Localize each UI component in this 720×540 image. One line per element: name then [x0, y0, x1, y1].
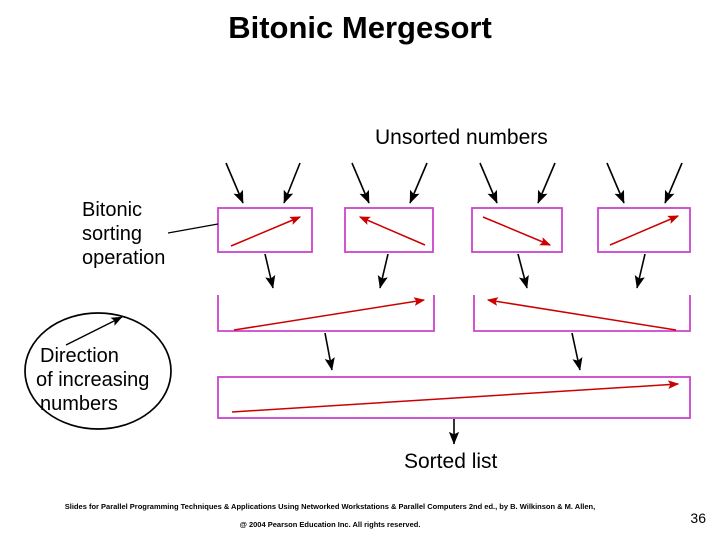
footer-copyright-line: @ 2004 Pearson Education Inc. All rights…	[239, 520, 421, 529]
bitonic-op-label-line1: Bitonic	[82, 199, 142, 221]
input-arrow-4	[409, 162, 428, 204]
row2-to-row3-arrows	[324, 332, 583, 371]
bitonic-box-1-direction-arrow	[230, 216, 302, 247]
final-merge-arrow-2	[571, 332, 583, 371]
input-arrow-7	[606, 162, 625, 204]
bitonic-box-3[interactable]	[471, 207, 563, 253]
input-arrow-3	[351, 162, 370, 204]
unsorted-numbers-label: Unsorted numbers	[375, 126, 548, 149]
bitonic-operation-annotation: Bitonic sorting operation	[82, 199, 219, 269]
row1-to-row2-arrows	[264, 253, 646, 289]
input-arrow-1	[225, 162, 244, 204]
row-2-merge	[217, 295, 691, 332]
merge-box-1-direction-arrow	[233, 297, 426, 331]
merge-box-2-direction-arrow	[486, 297, 677, 331]
input-arrows-group	[225, 162, 683, 204]
footer-citation-line: Slides for Parallel Programming Techniqu…	[64, 502, 596, 511]
merge-arrow-3	[517, 253, 529, 289]
page-title: Bitonic Mergesort	[228, 10, 492, 45]
input-arrow-5	[479, 162, 498, 204]
input-arrow-8	[664, 162, 683, 204]
bitonic-box-4-direction-arrow	[609, 215, 680, 246]
page-number: 36	[690, 510, 706, 526]
merge-arrow-1	[264, 253, 276, 289]
bitonic-mergesort-diagram: Unsorted numbers Bitonic sorti	[24, 126, 691, 473]
merge-box-1[interactable]	[217, 295, 435, 332]
sorted-list-label: Sorted list	[404, 450, 498, 473]
merge-arrow-4	[634, 253, 646, 289]
bitonic-op-leader-line	[167, 223, 219, 234]
slide-footer: Slides for Parallel Programming Techniqu…	[0, 500, 720, 540]
bitonic-op-label-line3: operation	[82, 247, 165, 269]
direction-label-line1: Direction	[40, 345, 119, 367]
direction-annotation: Direction of increasing numbers	[24, 312, 172, 430]
direction-label-line2: of increasing	[36, 369, 149, 391]
direction-label-line3: numbers	[40, 393, 118, 415]
merge-box-2[interactable]	[473, 295, 691, 332]
bitonic-box-4[interactable]	[597, 207, 691, 253]
input-arrow-6	[537, 162, 556, 204]
merge-arrow-2	[377, 253, 389, 289]
row-3-final-merge	[217, 376, 691, 419]
row-1-bitonic-sort	[217, 207, 691, 253]
bitonic-box-3-direction-arrow	[482, 216, 552, 246]
direction-circle	[24, 312, 172, 430]
final-merge-direction-arrow	[231, 380, 680, 413]
final-merge-box[interactable]	[217, 376, 691, 419]
direction-increase-arrow	[65, 316, 123, 346]
bitonic-box-2-direction-arrow	[358, 216, 426, 246]
bitonic-box-1[interactable]	[217, 207, 313, 253]
bitonic-box-2[interactable]	[344, 207, 434, 253]
final-merge-arrow-1	[324, 332, 335, 371]
bitonic-op-label-line2: sorting	[82, 223, 142, 245]
input-arrow-2	[283, 162, 301, 204]
